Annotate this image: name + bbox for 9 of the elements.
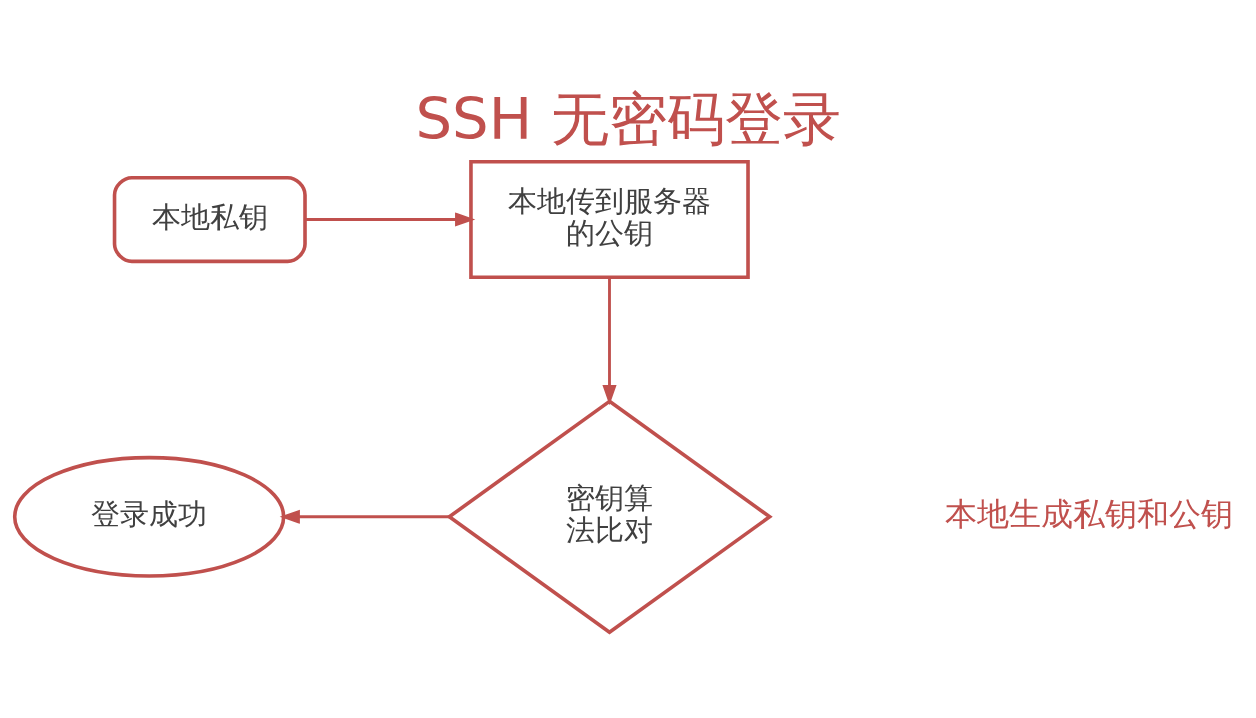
arrow [305,211,476,227]
node-ellipse: 登录成功 [12,455,286,578]
node-box: 本地私钥 [112,175,307,263]
diagram-title: SSH 无密码登录 [415,84,841,153]
node-diamond: 密钥算法比对 [446,398,773,634]
label: 本地生成私钥和公钥 [944,495,1233,532]
arrow [602,277,617,405]
node-box: 本地传到服务器的公钥 [469,159,750,279]
arrow [279,509,450,524]
